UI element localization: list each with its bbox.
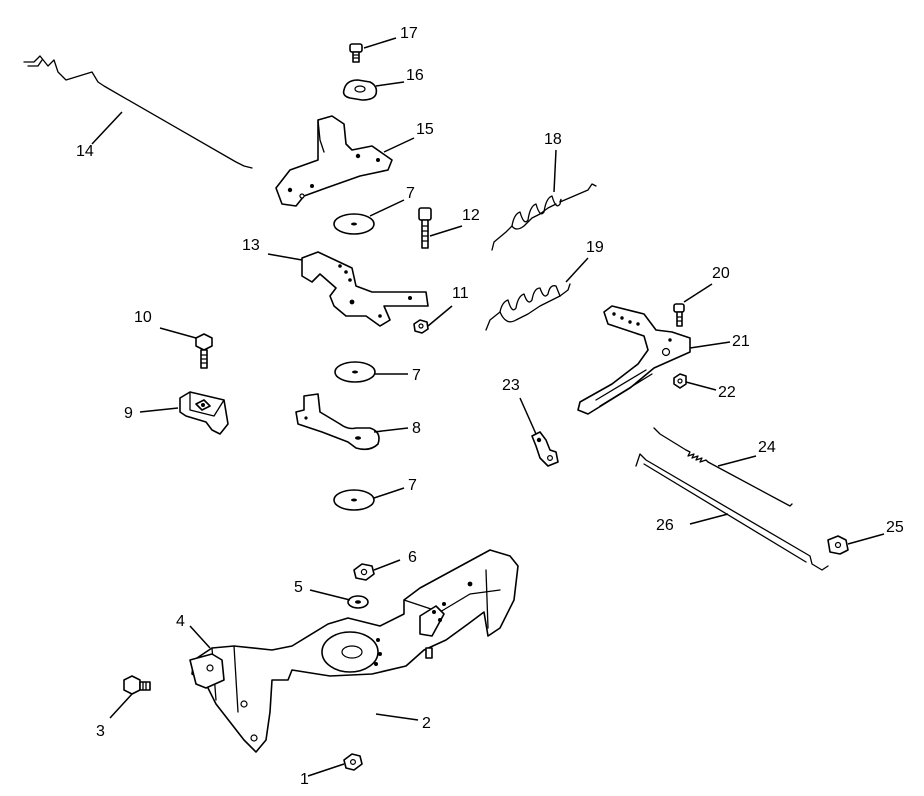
part-12-bolt	[418, 207, 432, 249]
callout-14: 14	[76, 143, 94, 160]
callout-20: 20	[712, 265, 730, 282]
callout-23: 23	[502, 377, 520, 394]
part-15-bracket	[275, 115, 393, 207]
callout-7-middle: 7	[412, 367, 421, 384]
part-4-bracket-tab	[189, 653, 225, 689]
callout-22: 22	[718, 384, 736, 401]
callout-12: 12	[462, 207, 480, 224]
part-8-control-lever	[295, 393, 380, 451]
part-5-washer	[347, 595, 369, 609]
callout-8: 8	[412, 420, 421, 437]
part-14-link-rod	[23, 55, 253, 169]
callout-18: 18	[544, 131, 562, 148]
callout-25: 25	[886, 519, 904, 536]
part-7-washer-top	[333, 213, 375, 235]
callout-7-bottom: 7	[408, 477, 417, 494]
callout-26: 26	[656, 517, 674, 534]
part-21-choke-lever	[577, 305, 691, 415]
part-11-nut	[413, 319, 429, 334]
callout-10: 10	[134, 309, 152, 326]
callout-5: 5	[294, 579, 303, 596]
callout-11: 11	[452, 285, 469, 302]
part-23-swivel	[531, 431, 559, 467]
part-7-washer-middle	[334, 361, 376, 383]
callout-16: 16	[406, 67, 424, 84]
callout-19: 19	[586, 239, 604, 256]
callout-9: 9	[124, 405, 133, 422]
callout-21: 21	[732, 333, 750, 350]
part-9-retainer-clip	[179, 391, 229, 435]
part-17-screw	[349, 43, 363, 63]
callout-24: 24	[758, 439, 776, 456]
part-6-nut	[353, 563, 375, 581]
part-26-throttle-rod	[635, 453, 829, 571]
callout-2: 2	[422, 715, 431, 732]
callout-1: 1	[300, 771, 309, 788]
callout-6: 6	[408, 549, 417, 566]
part-24-choke-rod	[653, 427, 793, 507]
callout-3: 3	[96, 723, 105, 740]
part-19-spring	[485, 283, 571, 331]
callout-4: 4	[176, 613, 185, 630]
part-13-lever-arm	[301, 251, 429, 327]
part-1-nut	[343, 753, 363, 771]
part-10-bolt	[195, 333, 213, 369]
leader-lines	[91, 37, 885, 777]
part-20-screw	[673, 303, 685, 327]
callout-17: 17	[400, 25, 418, 42]
callout-15: 15	[416, 121, 434, 138]
part-16-washer	[342, 79, 378, 101]
part-2-control-plate	[191, 549, 519, 753]
part-18-spring	[491, 183, 597, 251]
part-3-screw	[123, 675, 151, 695]
callout-labels: 1 2 3 4 5 6 7 7 7 8 9 10 11 12 13 14 15 …	[76, 25, 904, 788]
part-22-nut	[673, 373, 687, 389]
callout-13: 13	[242, 237, 260, 254]
part-25-bushing	[827, 535, 849, 555]
callout-7-top: 7	[406, 185, 415, 202]
part-7-washer-bottom	[333, 489, 375, 511]
